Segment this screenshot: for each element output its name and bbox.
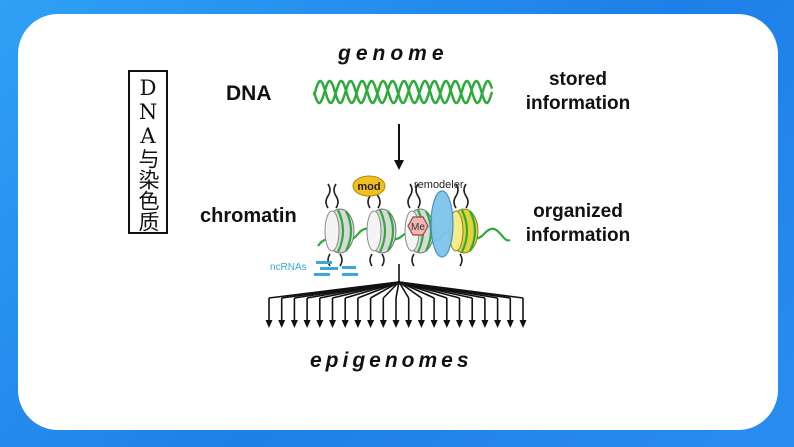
arrowhead-icon bbox=[290, 320, 298, 328]
branching-tree bbox=[265, 264, 527, 328]
arrowhead-icon bbox=[341, 320, 349, 328]
me-label: Me bbox=[411, 222, 425, 233]
stored-line1: stored bbox=[548, 69, 608, 90]
tree-branches bbox=[265, 281, 527, 328]
side-title: DNA与染色质 bbox=[136, 76, 160, 232]
diagram-svg: Me mod remodeler ncRNAs bbox=[265, 79, 527, 328]
tree-branch bbox=[398, 281, 410, 299]
arrowhead-icon bbox=[417, 320, 425, 328]
dna-label: DNA bbox=[226, 82, 272, 105]
arrowhead-icon bbox=[430, 320, 438, 328]
arrowhead-icon bbox=[329, 320, 336, 328]
epigenomes-label: epigenomes bbox=[310, 349, 473, 372]
ncrna-bar-2 bbox=[320, 267, 338, 270]
tree-branch bbox=[395, 281, 400, 299]
arrowhead-icon bbox=[456, 320, 463, 328]
arrowhead-icon bbox=[265, 320, 273, 328]
nucleosome-4 bbox=[448, 208, 479, 254]
arrowhead-icon bbox=[405, 320, 413, 328]
stored-information-label: stored information bbox=[513, 68, 643, 116]
mod-marker: mod bbox=[352, 175, 386, 197]
ncrna-bar-4 bbox=[342, 266, 356, 269]
arrowhead-icon bbox=[278, 320, 286, 328]
ncrna-bar-3 bbox=[314, 273, 330, 276]
organized-information-label: organized information bbox=[511, 200, 645, 248]
dna-strand-a bbox=[312, 79, 494, 105]
ncrnas: ncRNAs bbox=[270, 261, 358, 276]
remodeler-complex bbox=[430, 190, 454, 258]
tree-branch bbox=[398, 281, 524, 299]
tree-branch bbox=[382, 281, 400, 299]
arrowhead-icon bbox=[468, 320, 476, 328]
nucleosome-2 bbox=[366, 208, 397, 254]
arrowhead-icon bbox=[354, 320, 362, 328]
tree-branch bbox=[370, 281, 400, 299]
arrowhead-icon bbox=[519, 320, 527, 328]
stored-line2: information bbox=[525, 93, 631, 114]
chromatin-label: chromatin bbox=[200, 205, 297, 227]
arrowhead-icon bbox=[367, 320, 375, 328]
tree-branch bbox=[398, 281, 422, 299]
arrowhead-icon bbox=[379, 320, 387, 328]
remodeler-label: remodeler bbox=[414, 179, 464, 191]
arrowhead-icon bbox=[392, 320, 400, 328]
side-title-box: DNA与染色质 bbox=[128, 70, 168, 234]
dna-strand-b bbox=[312, 79, 494, 105]
genome-label: genome bbox=[338, 42, 449, 65]
arrowhead-icon bbox=[443, 320, 451, 328]
methyl-mark: Me bbox=[407, 216, 429, 236]
chromatin-fiber: Me mod remodeler bbox=[317, 175, 511, 267]
arrowhead-icon bbox=[494, 320, 502, 328]
ncrnas-label: ncRNAs bbox=[270, 262, 307, 273]
mod-label: mod bbox=[357, 181, 380, 193]
organized-line1: organized bbox=[533, 201, 623, 222]
arrowhead-icon bbox=[481, 320, 489, 328]
arrowhead-icon bbox=[506, 320, 514, 328]
arrowhead-icon bbox=[316, 320, 324, 328]
ncrna-bar-5 bbox=[342, 273, 358, 276]
organized-line2: information bbox=[525, 225, 631, 246]
ncrna-bar-1 bbox=[316, 261, 332, 264]
arrowhead-icon bbox=[303, 320, 311, 328]
tree-branch bbox=[357, 281, 400, 299]
slide-canvas: DNA与染色质 genome DNA stored information ch… bbox=[18, 14, 778, 430]
down-arrow-icon bbox=[394, 124, 404, 170]
dna-helix bbox=[312, 79, 494, 105]
nucleosome-1 bbox=[324, 208, 355, 254]
